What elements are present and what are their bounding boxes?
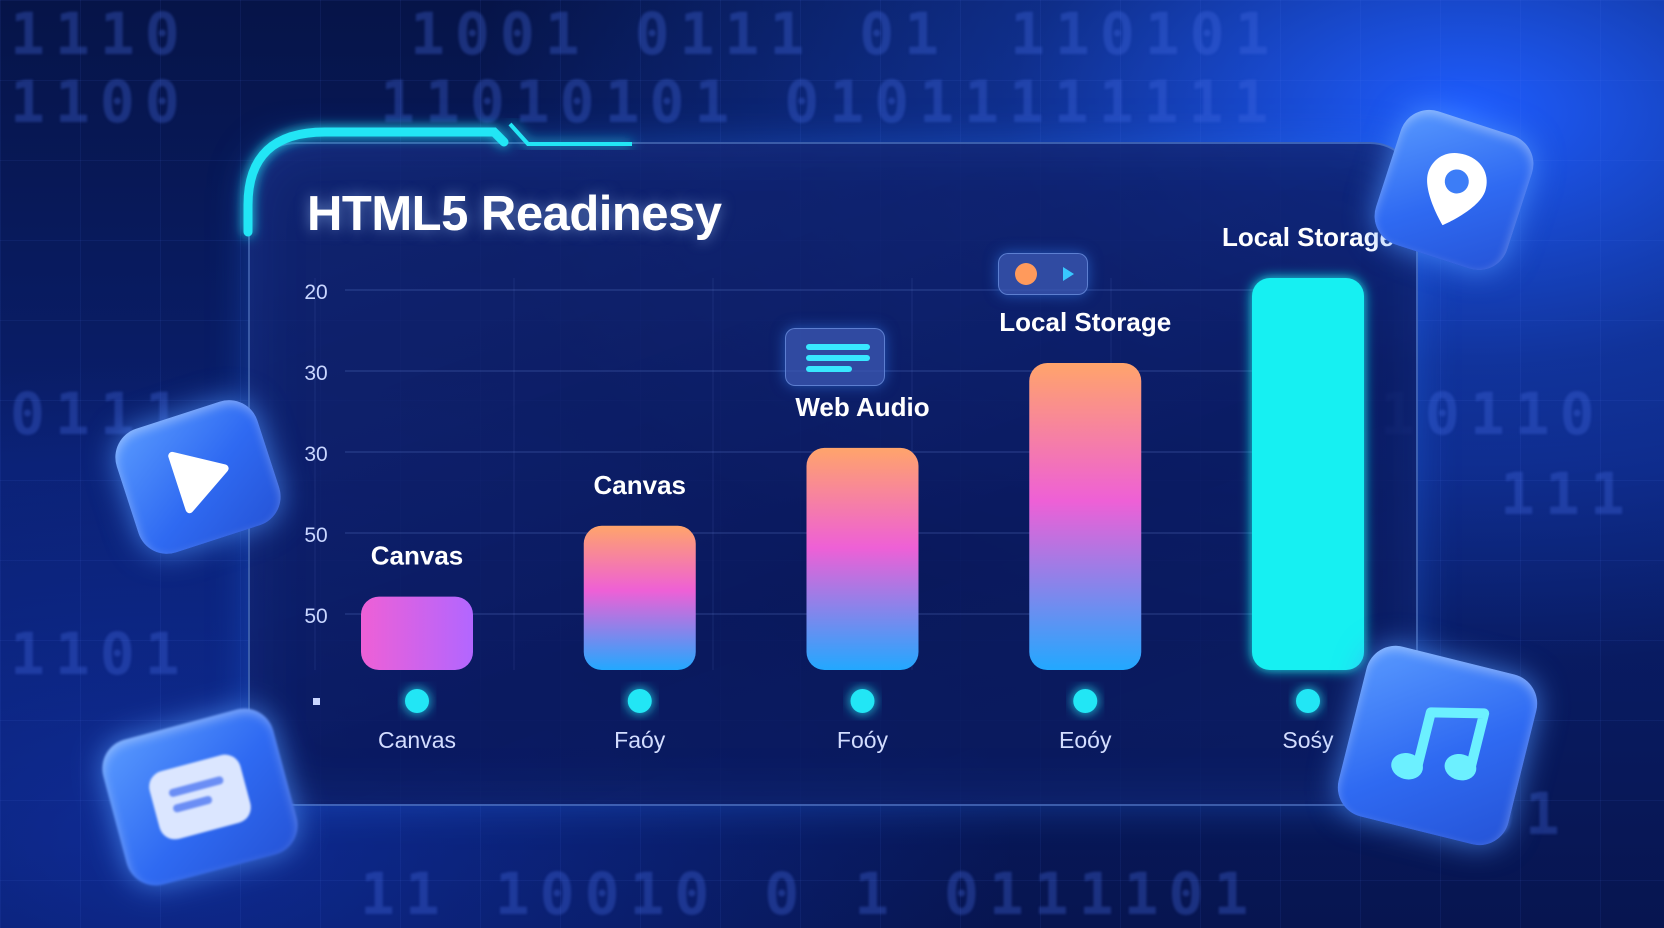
binary-decor: 1001 0111 01 bbox=[410, 0, 950, 68]
bar bbox=[583, 525, 696, 670]
document-tile[interactable] bbox=[95, 701, 305, 893]
binary-decor: 111 bbox=[1500, 460, 1635, 528]
web-audio-badge bbox=[785, 328, 885, 386]
media-badge bbox=[998, 253, 1088, 295]
y-tick-label: 50 bbox=[304, 605, 327, 628]
x-tick-label: Canvas bbox=[378, 727, 456, 753]
chart-title: HTML5 Readinesy bbox=[307, 187, 722, 241]
y-tick-label: 30 bbox=[304, 362, 327, 385]
axis-point bbox=[1073, 689, 1098, 713]
bar-data-label: Canvas bbox=[594, 470, 687, 500]
bar bbox=[1252, 278, 1364, 670]
bar bbox=[361, 596, 473, 670]
binary-decor: 11 10010 0 1 0111101 bbox=[360, 860, 1259, 928]
bar bbox=[806, 447, 919, 670]
x-tick-label: Sośy bbox=[1282, 727, 1334, 753]
binary-decor: 1100 bbox=[10, 68, 190, 136]
axis-point bbox=[850, 689, 875, 713]
axis-point bbox=[1296, 689, 1320, 713]
play-tile[interactable] bbox=[107, 392, 289, 562]
menu-lines-icon bbox=[806, 344, 870, 372]
y-tick-label: 50 bbox=[304, 524, 327, 547]
bar bbox=[1029, 362, 1142, 670]
panel-accent-notch bbox=[508, 122, 632, 146]
document-icon bbox=[149, 754, 251, 840]
music-tile[interactable] bbox=[1331, 639, 1544, 852]
location-tile[interactable] bbox=[1366, 102, 1542, 278]
y-tick-label: 20 bbox=[304, 281, 327, 304]
panel-accent-corner bbox=[243, 127, 509, 237]
binary-decor: 110101 bbox=[1010, 0, 1280, 68]
x-tick-label: Foóy bbox=[837, 727, 889, 753]
binary-decor: 11010101 01011111111 bbox=[380, 68, 1279, 136]
location-pin-icon bbox=[1427, 153, 1487, 226]
binary-decor: 1110 bbox=[10, 0, 190, 68]
bar-data-label: Local Storage bbox=[999, 307, 1171, 337]
record-play-icon bbox=[1015, 263, 1074, 285]
x-tick-label: Eoóy bbox=[1059, 727, 1112, 753]
x-tick-label: Faóy bbox=[614, 727, 666, 753]
bar-data-label: Canvas bbox=[371, 541, 464, 571]
axis-point bbox=[627, 689, 652, 713]
play-icon bbox=[168, 451, 229, 514]
bar-data-label: Web Audio bbox=[795, 392, 929, 422]
axis-point bbox=[405, 689, 429, 713]
music-note-icon bbox=[1390, 706, 1489, 780]
bar-data-label: Local Storage bbox=[1222, 222, 1394, 252]
axis-origin-marker bbox=[313, 698, 320, 705]
y-tick-label: 30 bbox=[304, 443, 327, 466]
binary-decor: 1101 bbox=[10, 620, 190, 688]
